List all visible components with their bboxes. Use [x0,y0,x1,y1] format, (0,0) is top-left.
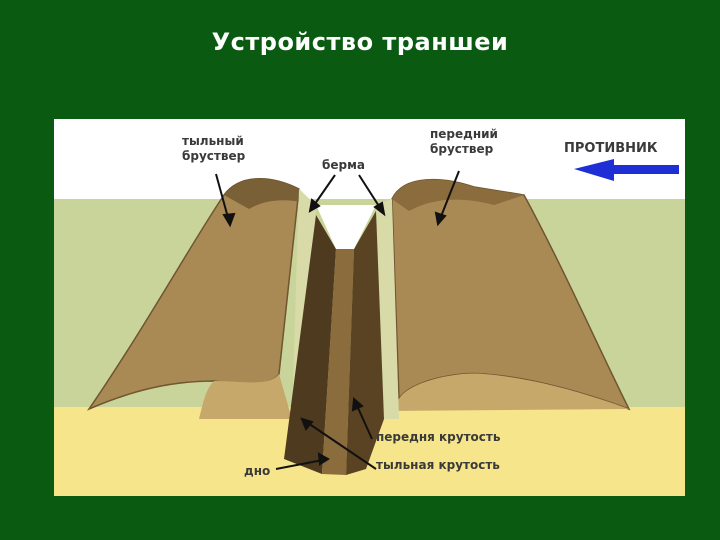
label-bottom: дно [244,464,270,478]
trench-floor [322,249,354,475]
leader-rear-parapet-head [222,212,236,228]
leader-bottom-head [317,452,330,466]
label-front-parapet-2: бруствер [430,142,494,156]
leader-front-slope-head [351,396,364,412]
enemy-direction-arrow-icon [574,159,679,181]
label-rear-parapet-2: бруствер [182,149,246,163]
leader-rear-slope [301,418,377,470]
leader-front-parapet-head [434,211,447,227]
label-rear-slope: тыльная крутость [376,458,500,472]
trench-diagram: тыльный бруствер передний бруствер берма… [54,119,685,496]
trench-rear-wall [284,215,336,474]
berm-right [376,199,399,419]
label-rear-parapet-1: тыльный [182,134,244,148]
front-parapet-ridge [392,179,524,211]
rear-parapet-ridge [224,178,314,209]
trench-opening [316,205,376,249]
trench-diagram-svg: тыльный бруствер передний бруствер берма… [54,119,685,496]
rear-parapet-base [199,374,292,419]
front-parapet-base [384,373,629,411]
leader-rear-slope-head [300,417,314,431]
label-berm: берма [322,158,365,172]
label-front-slope: передня крутость [376,430,501,444]
label-front-parapet-1: передний [430,127,498,141]
leader-berm-left-head [308,198,321,213]
label-enemy: ПРОТИВНИК [564,141,658,156]
leader-berm-right-head [373,201,386,217]
slide-title: Устройство траншеи [211,28,509,56]
